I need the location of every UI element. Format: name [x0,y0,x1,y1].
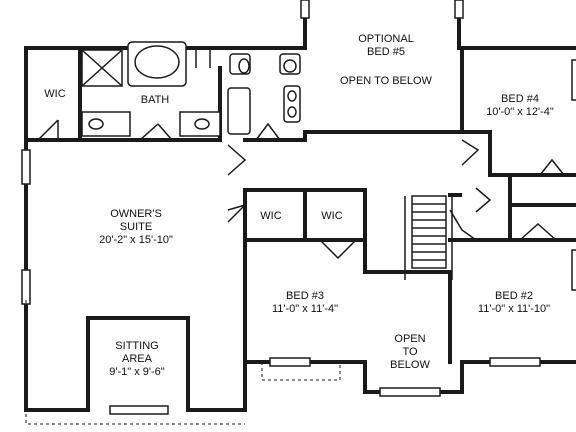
room-label-line: BED #5 [367,46,405,58]
room-label-bed2: BED #2 11'-0" x 11'-10" [478,290,550,316]
room-name: OWNER'S [110,208,162,220]
room-name: SUITE [119,221,153,233]
room-dimensions: 20'-2" x 15'-10" [99,234,173,246]
room-label-line: BELOW [390,359,430,371]
interior-walls [24,46,576,364]
room-name: BED #3 [286,290,324,302]
room-name: AREA [122,353,152,365]
room-label-line: OPTIONAL [358,33,414,45]
room-label-bed4: BED #4 10'-0" x 12'-4" [486,93,554,119]
room-label-wic-left: WIC [44,88,65,101]
room-name: WIC [260,210,282,222]
room-label-line: OPEN TO BELOW [340,75,432,87]
room-label-bath: BATH [141,94,170,107]
windows [21,0,576,415]
room-label-line: TO [402,346,418,358]
patio-outline [25,300,341,425]
room-label-sitting-area: SITTING AREA 9'-1" x 9'-6" [109,340,164,379]
room-label-owners-suite: OWNER'S SUITE 20'-2" x 15'-10" [99,208,173,247]
room-dimensions: 10'-0" x 12'-4" [486,106,554,118]
door-swings [37,119,565,260]
room-label-line: OPEN [394,333,426,345]
room-dimensions: 11'-0" x 11'-10" [477,303,551,315]
room-label-wic-mid2: WIC [321,210,342,223]
room-label-open-below: OPEN TO BELOW [390,333,430,372]
room-dimensions: 11'-0" x 11'-4" [271,303,339,315]
bath-fixtures [81,41,301,137]
room-name: WIC [44,88,66,100]
room-label-optional-bed5: OPTIONAL BED #5 OPEN TO BELOW [340,33,432,88]
room-name: BED #2 [495,290,533,302]
room-label-bed3: BED #3 11'-0" x 11'-4" [272,290,338,316]
room-dimensions: 9'-1" x 9'-6" [109,366,165,378]
room-name: SITTING [115,340,159,352]
room-name: WIC [321,210,343,222]
room-name: BATH [140,94,170,106]
room-name: BED #4 [501,93,539,105]
room-label-wic-mid1: WIC [260,210,281,223]
stairs [404,195,453,280]
